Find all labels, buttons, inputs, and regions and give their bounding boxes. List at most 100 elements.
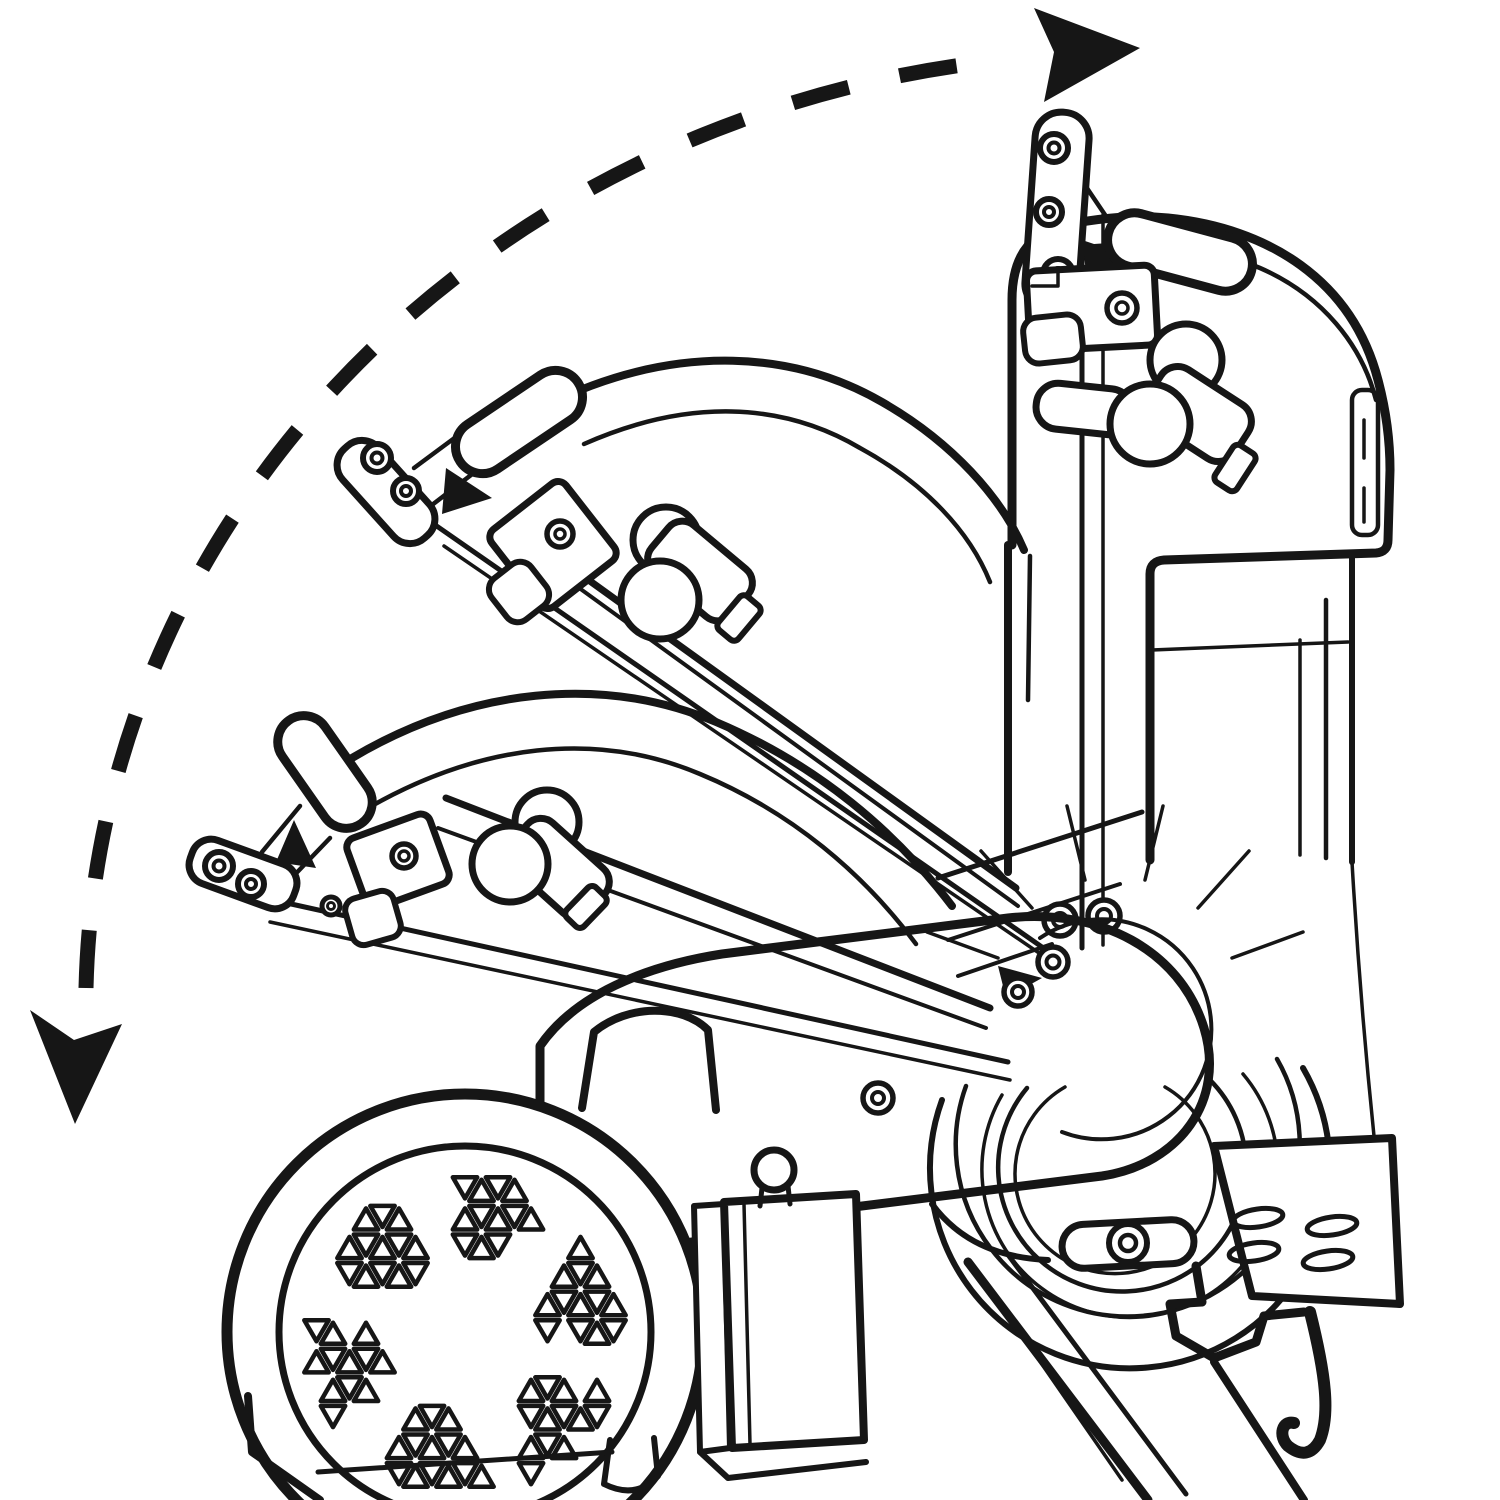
vent-triangle (351, 1206, 381, 1232)
vent-triangle (401, 1406, 430, 1432)
vent-triangle (483, 1206, 513, 1232)
pivot-bolt-3 (1035, 944, 1071, 980)
vent-triangle (351, 1320, 381, 1347)
vent-triangle (533, 1291, 562, 1318)
vent-triangle (549, 1263, 579, 1289)
bandsaw-machine (185, 108, 1404, 1500)
lever-screw-center (1042, 205, 1056, 219)
bracket-notch (1030, 268, 1060, 288)
bow-chord-inner (522, 546, 1020, 908)
motor (221, 1006, 720, 1500)
vent-triangle (368, 1348, 397, 1375)
vent-triangle (384, 1206, 414, 1232)
bracket-screw (544, 518, 576, 550)
gland-stem (757, 1185, 765, 1209)
vent-triangle (549, 1377, 579, 1404)
wheel-spoke-tick (1196, 849, 1251, 910)
base-clip (601, 1435, 661, 1494)
lever-wedge (442, 468, 492, 514)
vent-triangle (351, 1232, 381, 1258)
front-leg-inner (1003, 1249, 1189, 1497)
arrowhead-up-icon (1034, 8, 1140, 102)
vent-triangle (549, 1403, 579, 1430)
lever-screw-center (244, 877, 258, 891)
vent-triangle (599, 1291, 628, 1318)
grip-handle (273, 711, 377, 833)
vent-triangle (368, 1234, 397, 1261)
vent-triangle (566, 1406, 595, 1432)
vent-triangle (566, 1260, 595, 1287)
lever-screw (235, 868, 267, 900)
vent-triangle (582, 1377, 612, 1404)
vent-triangle (533, 1375, 562, 1401)
junction-box (691, 1146, 869, 1481)
junction-box-foot (697, 1449, 869, 1481)
vent-triangle (500, 1177, 529, 1204)
vent-triangle (450, 1175, 480, 1201)
vent-triangle (417, 1403, 447, 1430)
guide-knob-tab (562, 883, 610, 931)
link-bar-hole (1106, 1221, 1150, 1265)
vent-triangle (599, 1317, 628, 1344)
bracket-cup (342, 887, 404, 949)
bracket-screw-center (553, 527, 567, 541)
vent-triangle (384, 1434, 414, 1461)
grip-handle (451, 365, 587, 479)
guide-knob-tab (714, 592, 764, 644)
guide-knob-front (1106, 380, 1194, 468)
vent-triangle (335, 1348, 364, 1375)
vent-triangle (450, 1232, 480, 1258)
bracket-screw (389, 841, 419, 871)
column-edge-inner (1025, 553, 1033, 703)
bracket-screw-center (1114, 300, 1130, 316)
vent-triangle (483, 1232, 513, 1258)
tension-hook (1276, 1306, 1332, 1459)
pivot-bolt-3-center (1044, 953, 1062, 971)
lever-pivot-screw-center (369, 450, 385, 466)
vent-triangle (516, 1377, 546, 1404)
vent-triangle (582, 1403, 612, 1430)
vent-triangle (401, 1234, 430, 1261)
guide-knob-front (617, 557, 703, 643)
guide-knob-front (468, 822, 552, 906)
vent-triangle (318, 1403, 348, 1430)
motor-vent-grille (302, 1175, 628, 1489)
vent-triangle (450, 1206, 480, 1232)
vent-triangle (467, 1177, 496, 1204)
lever-pivot-screw (1037, 131, 1071, 165)
door-cross-seam (1150, 640, 1350, 652)
bracket-slot (1300, 1247, 1356, 1273)
vent-triangle (467, 1203, 496, 1230)
dashed-arc (78, 52, 1003, 989)
pivot-bolt-4 (1001, 975, 1035, 1009)
lever-pivot-screw (202, 849, 236, 883)
junction-box-body (720, 1190, 868, 1452)
vent-triangle (318, 1377, 348, 1404)
rear-leg (1210, 1358, 1308, 1500)
gland-stem-2 (785, 1183, 793, 1207)
vent-triangle (335, 1260, 364, 1287)
motor-mount-boss (578, 1006, 720, 1114)
vent-triangle (582, 1289, 612, 1316)
blade-line-2 (268, 920, 1012, 1082)
wheel-spoke-tick (1230, 930, 1305, 960)
casting-throat (929, 1201, 1051, 1263)
lever-link (259, 803, 303, 855)
casting-bottom-zigzag (1165, 1261, 1309, 1363)
casting-line-3 (956, 942, 1054, 978)
vent-triangle (335, 1234, 364, 1261)
vent-triangle (582, 1320, 612, 1347)
vent-triangle (318, 1320, 348, 1347)
vent-triangle (351, 1263, 381, 1289)
bracket-cup (1020, 311, 1086, 367)
bracket-slot (1226, 1239, 1282, 1265)
bow-inner-edge (581, 409, 993, 585)
vent-triangle (582, 1263, 612, 1289)
guide-knob-tab (1211, 441, 1259, 495)
vent-triangle (368, 1260, 397, 1287)
bracket-screw (1104, 290, 1140, 326)
bracket-screw-small-center (326, 901, 336, 911)
junction-box-seam (742, 1202, 752, 1446)
vent-triangle (566, 1234, 595, 1261)
